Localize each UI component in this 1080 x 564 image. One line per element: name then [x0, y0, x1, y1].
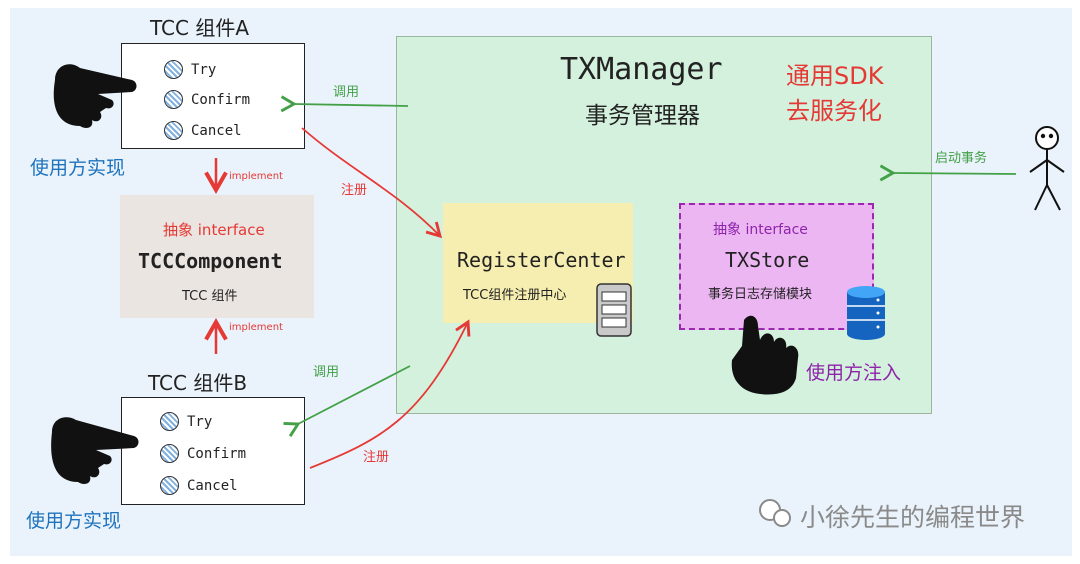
- wechat-icon: [759, 499, 791, 527]
- txstore-tag: 抽象 interface: [713, 222, 808, 238]
- register-a-arrow: [301, 127, 443, 239]
- component-b-box: [121, 397, 305, 505]
- call-b-label: 调用: [313, 365, 340, 380]
- txmanager-subtitle: 事务管理器: [585, 103, 700, 129]
- pointing-hand-icon: [53, 64, 137, 128]
- component-a-box: [121, 43, 305, 149]
- component-a-item: Cancel: [164, 121, 242, 140]
- checkbox-icon: [164, 121, 183, 140]
- database-icon: [847, 286, 885, 340]
- txstore-name: TXStore: [725, 248, 810, 272]
- watermark: 小徐先生的编程世界: [800, 503, 1026, 532]
- tcc-interface-tag: 抽象 interface: [163, 221, 265, 239]
- sdk-label-line1: 通用SDK: [786, 62, 884, 90]
- component-b-impl-label: 使用方实现: [26, 510, 122, 532]
- implement-bottom-label: implement: [229, 322, 283, 333]
- checkbox-icon: [160, 476, 179, 495]
- register-a-label: 注册: [341, 183, 368, 198]
- call-b-arrow: [283, 365, 411, 437]
- component-a-title: TCC 组件A: [150, 16, 250, 40]
- tcc-interface-desc: TCC 组件: [182, 289, 238, 304]
- component-b-item: Cancel: [160, 476, 238, 495]
- register-b-arrow: [309, 319, 471, 469]
- user-stick-figure-icon: [1029, 126, 1065, 211]
- start-tx-arrow: [879, 164, 1017, 182]
- checkbox-icon: [160, 412, 179, 431]
- checkbox-icon: [164, 60, 183, 79]
- sdk-label-line2: 去服务化: [786, 97, 882, 125]
- register-center-name: RegisterCenter: [457, 248, 626, 272]
- component-a-impl-label: 使用方实现: [30, 157, 126, 179]
- tcc-interface-name: TCCComponent: [138, 249, 283, 273]
- call-a-arrow: [280, 95, 409, 113]
- txstore-box: [679, 203, 874, 330]
- call-a-label: 调用: [333, 85, 360, 100]
- txmanager-title: TXManager: [560, 52, 723, 87]
- pointing-hand-icon: [51, 417, 139, 484]
- component-a-item: Try: [164, 60, 216, 79]
- start-tx-label: 启动事务: [935, 151, 988, 166]
- checkbox-icon: [164, 90, 183, 109]
- register-b-label: 注册: [363, 450, 390, 465]
- txstore-inject-label: 使用方注入: [806, 362, 902, 384]
- component-a-item: Confirm: [164, 90, 250, 109]
- txstore-desc: 事务日志存储模块: [708, 287, 813, 302]
- checkbox-icon: [160, 444, 179, 463]
- tcc-interface-box: [120, 195, 314, 318]
- registry-list-icon: [596, 283, 632, 337]
- implement-top-label: implement: [229, 171, 283, 182]
- component-b-item: Confirm: [160, 444, 246, 463]
- pointing-hand-up-icon: [731, 315, 799, 395]
- component-b-title: TCC 组件B: [148, 371, 248, 395]
- component-b-item: Try: [160, 412, 212, 431]
- register-center-desc: TCC组件注册中心: [463, 288, 567, 303]
